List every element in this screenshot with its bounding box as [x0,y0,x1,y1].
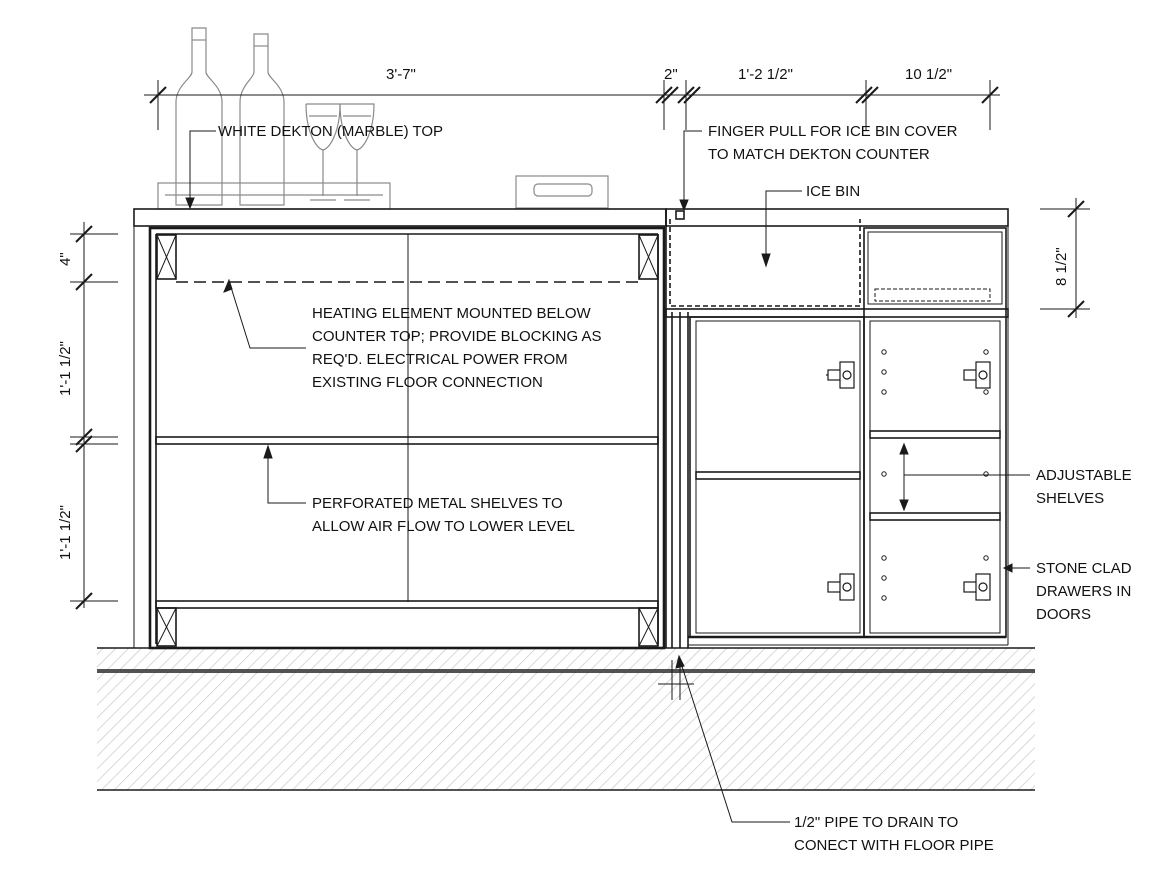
note-drain-line2: CONECT WITH FLOOR PIPE [794,837,994,854]
bottles-and-glasses [157,27,609,210]
dim-1-1-half-lower: 1'-1 1/2" [57,505,74,560]
note-heating-line4: EXISTING FLOOR CONNECTION [312,374,543,391]
note-ice-bin: ICE BIN [806,183,860,200]
right-cabinet [665,208,1009,648]
dim-10-half: 10 1/2" [905,66,952,83]
hinges [826,361,991,601]
note-drain-line1: 1/2" PIPE TO DRAIN TO [794,814,958,831]
dim-4: 4" [57,252,74,266]
note-stone-clad-line1: STONE CLAD [1036,560,1132,577]
leaders [185,130,1030,823]
note-adjustable-line1: ADJUSTABLE [1036,467,1132,484]
dim-3-7: 3'-7" [386,66,416,83]
annotations: WHITE DEKTON (MARBLE) TOP FINGER PULL FO… [218,123,1132,854]
dim-8-half: 8 1/2" [1053,247,1070,286]
dim-2: 2" [664,66,678,83]
note-heating-line3: REQ'D. ELECTRICAL POWER FROM [312,351,568,368]
left-cabinet [133,208,667,650]
note-shelves-line1: PERFORATED METAL SHELVES TO [312,495,563,512]
note-finger-pull-line2: TO MATCH DEKTON COUNTER [708,146,930,163]
note-shelves-line2: ALLOW AIR FLOW TO LOWER LEVEL [312,518,575,535]
dimension-labels: 3'-7" 2" 1'-2 1/2" 10 1/2" 4" 1'-1 1/2" … [57,66,1070,560]
note-adjustable-line2: SHELVES [1036,490,1104,507]
dim-1-2-half: 1'-2 1/2" [738,66,793,83]
floor [97,647,1035,791]
note-finger-pull-line1: FINGER PULL FOR ICE BIN COVER [708,123,958,140]
note-stone-clad-line3: DOORS [1036,606,1091,623]
dimension-lines [70,80,1090,700]
dim-1-1-half-upper: 1'-1 1/2" [57,341,74,396]
note-heating-line2: COUNTER TOP; PROVIDE BLOCKING AS [312,328,602,345]
note-countertop: WHITE DEKTON (MARBLE) TOP [218,123,443,140]
note-heating-line1: HEATING ELEMENT MOUNTED BELOW [312,305,591,322]
note-stone-clad-line2: DRAWERS IN [1036,583,1131,600]
